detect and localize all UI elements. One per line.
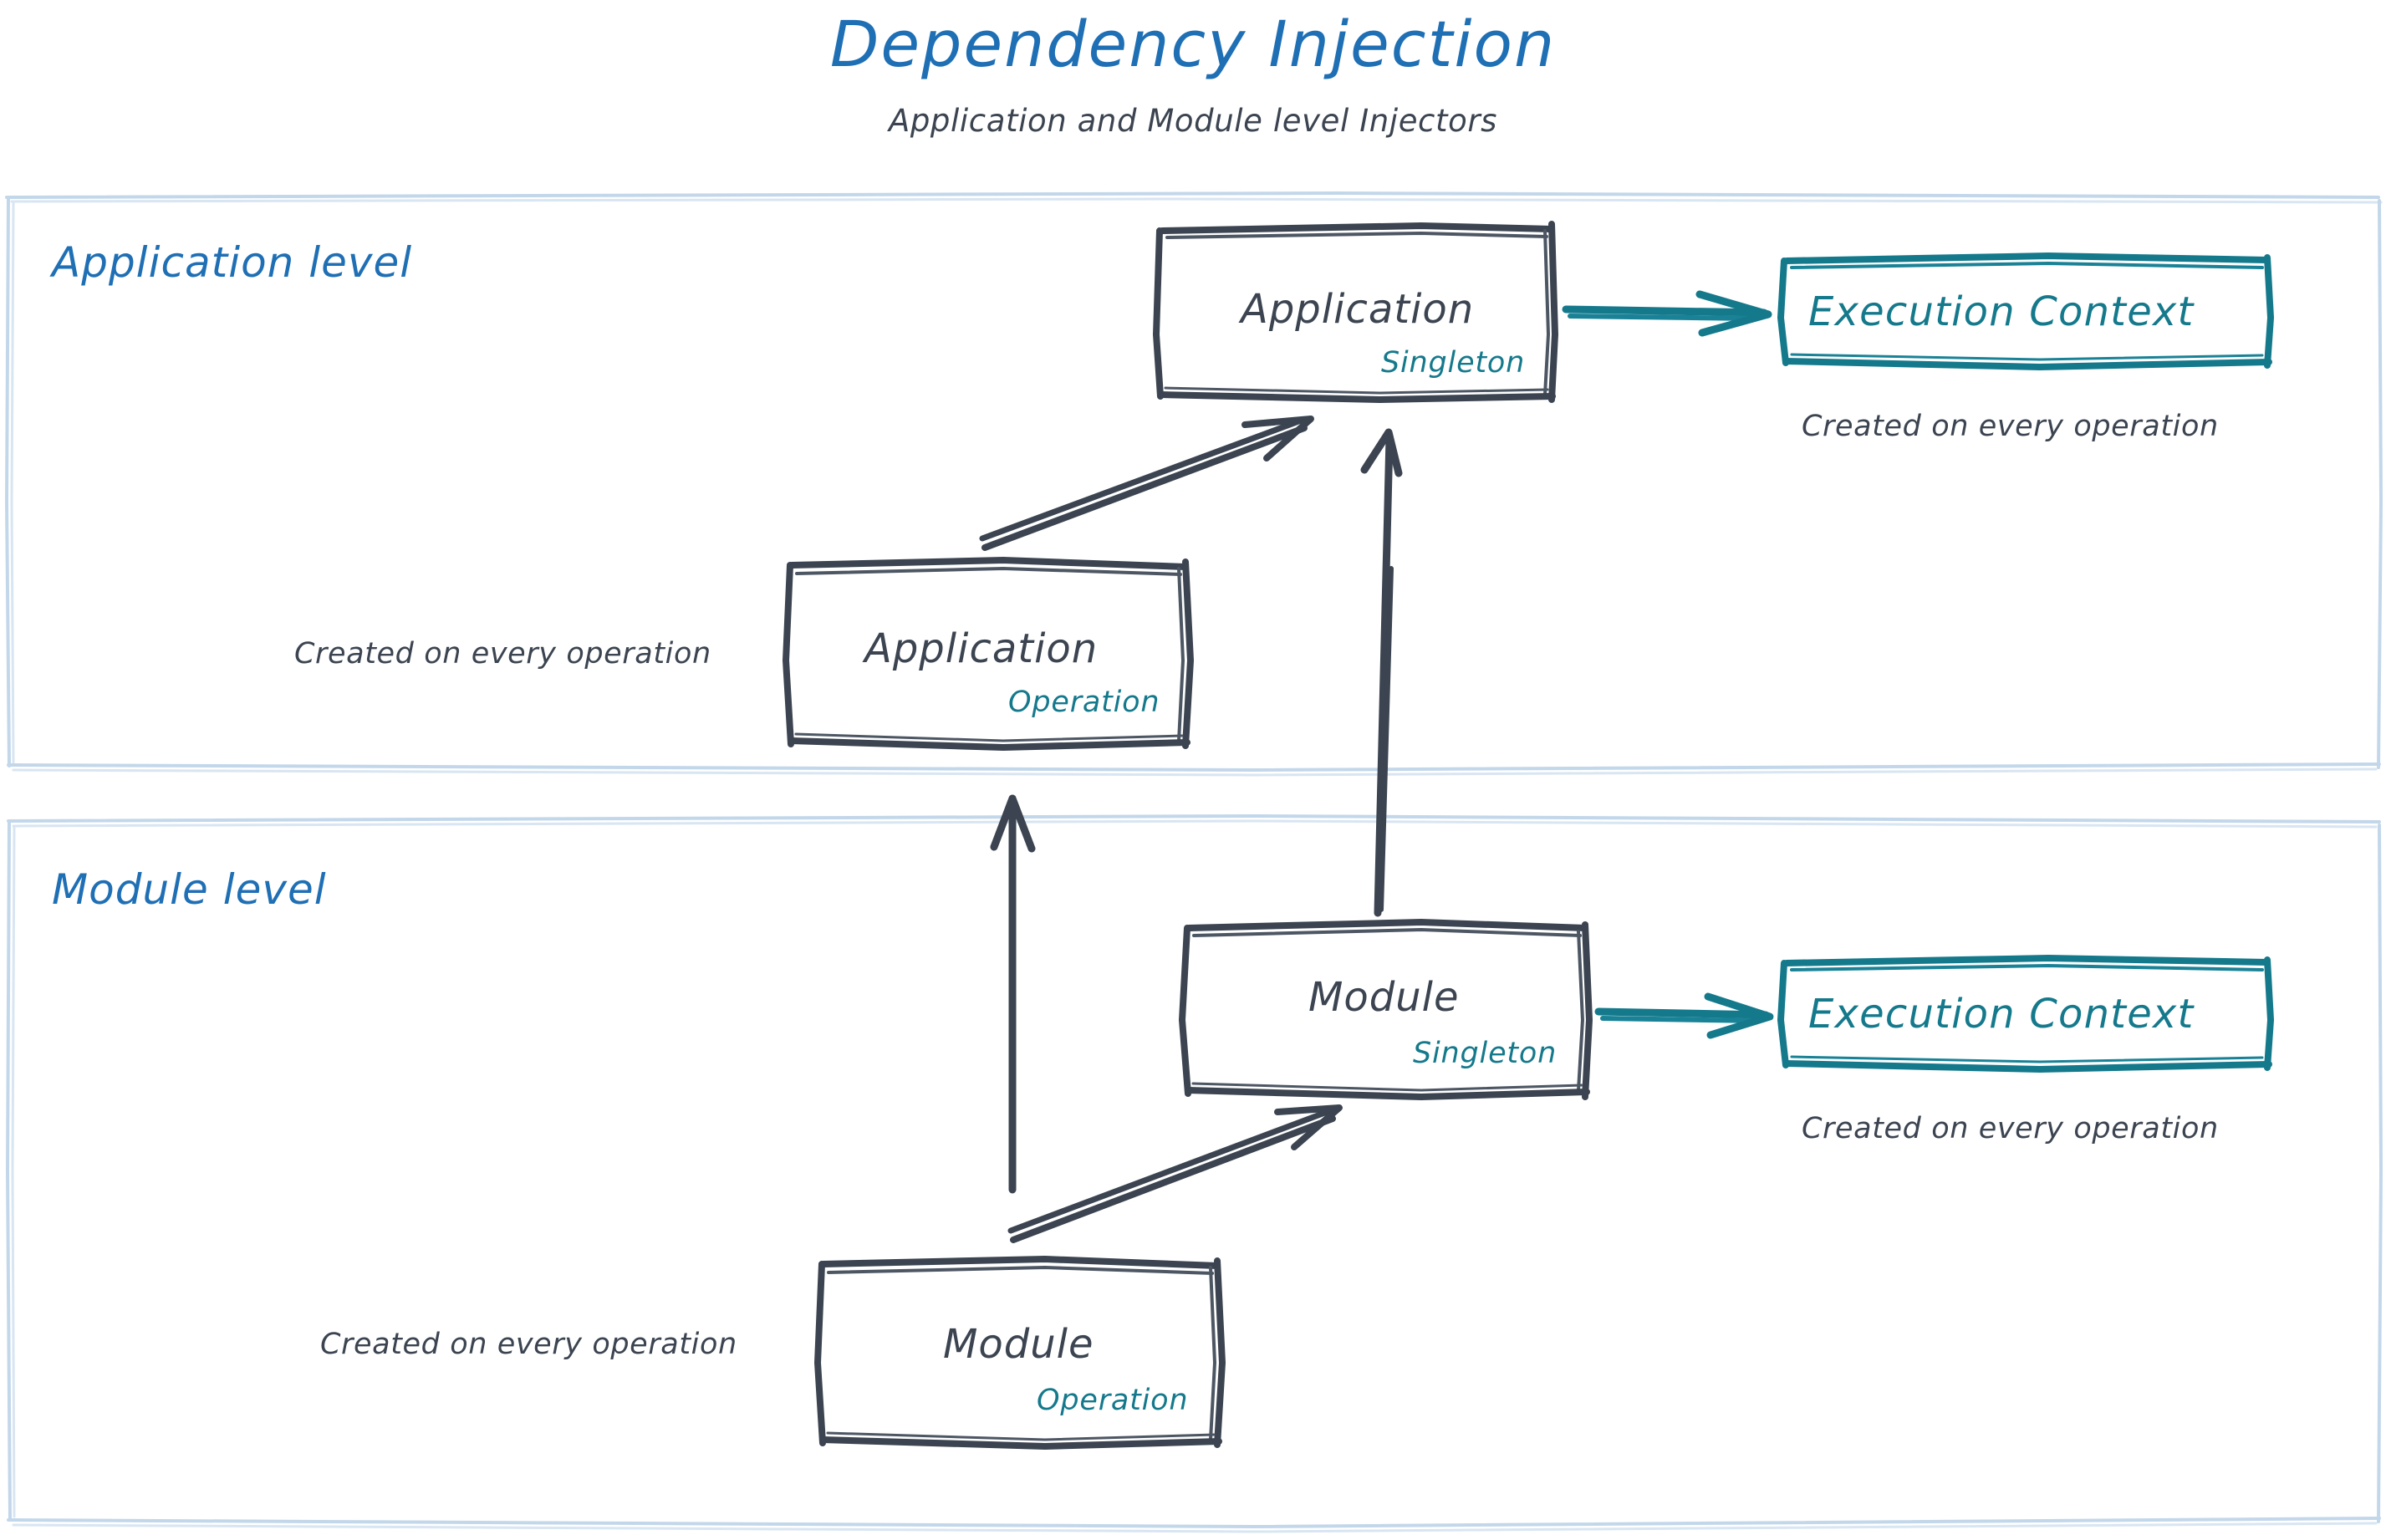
box-module-singleton[interactable] [1178, 918, 1593, 1101]
box-label-execution-context-application: Execution Context [1808, 288, 2195, 335]
arrow-module-singleton-to-exec-context [1594, 992, 1774, 1039]
box-execution-context-module[interactable] [1777, 954, 2275, 1073]
box-scope-module-singleton: Singleton [1413, 1037, 1558, 1070]
note-module-operation: Created on every operation [320, 1328, 737, 1361]
note-module-exec-ctx: Created on every operation [1802, 1112, 2219, 1145]
box-label-execution-context-module: Execution Context [1808, 991, 2195, 1038]
box-label-module-singleton: Module [1308, 974, 1460, 1021]
box-execution-context-application[interactable] [1777, 252, 2275, 371]
page-subtitle: Application and Module level Injectors [888, 103, 1498, 139]
box-label-application-operation: Application [864, 625, 1099, 672]
box-scope-application-singleton: Singleton [1381, 346, 1526, 380]
box-application-operation[interactable] [782, 556, 1195, 752]
box-module-operation[interactable] [813, 1255, 1226, 1451]
box-label-module-operation: Module [943, 1321, 1094, 1368]
note-app-exec-ctx: Created on every operation [1802, 410, 2219, 443]
group-label-application-level: Application level [52, 238, 413, 287]
page-title: Dependency Injection [829, 7, 1557, 81]
group-application-level [4, 191, 2383, 777]
arrow-module-operation-to-module-singleton [1007, 1104, 1343, 1243]
box-scope-module-operation: Operation [1037, 1384, 1189, 1417]
group-label-module-level: Module level [52, 865, 327, 914]
note-app-operation: Created on every operation [294, 637, 711, 671]
box-label-application-singleton: Application [1241, 286, 1475, 333]
box-scope-application-operation: Operation [1008, 686, 1160, 719]
arrow-module-operation-to-app-operation [990, 794, 1036, 1194]
arrow-app-operation-to-app-singleton [979, 416, 1314, 551]
group-module-level [5, 813, 2383, 1533]
arrow-module-singleton-to-app-singleton [1360, 428, 1403, 917]
arrow-app-singleton-to-exec-context [1562, 290, 1772, 337]
box-application-singleton[interactable] [1152, 221, 1559, 404]
